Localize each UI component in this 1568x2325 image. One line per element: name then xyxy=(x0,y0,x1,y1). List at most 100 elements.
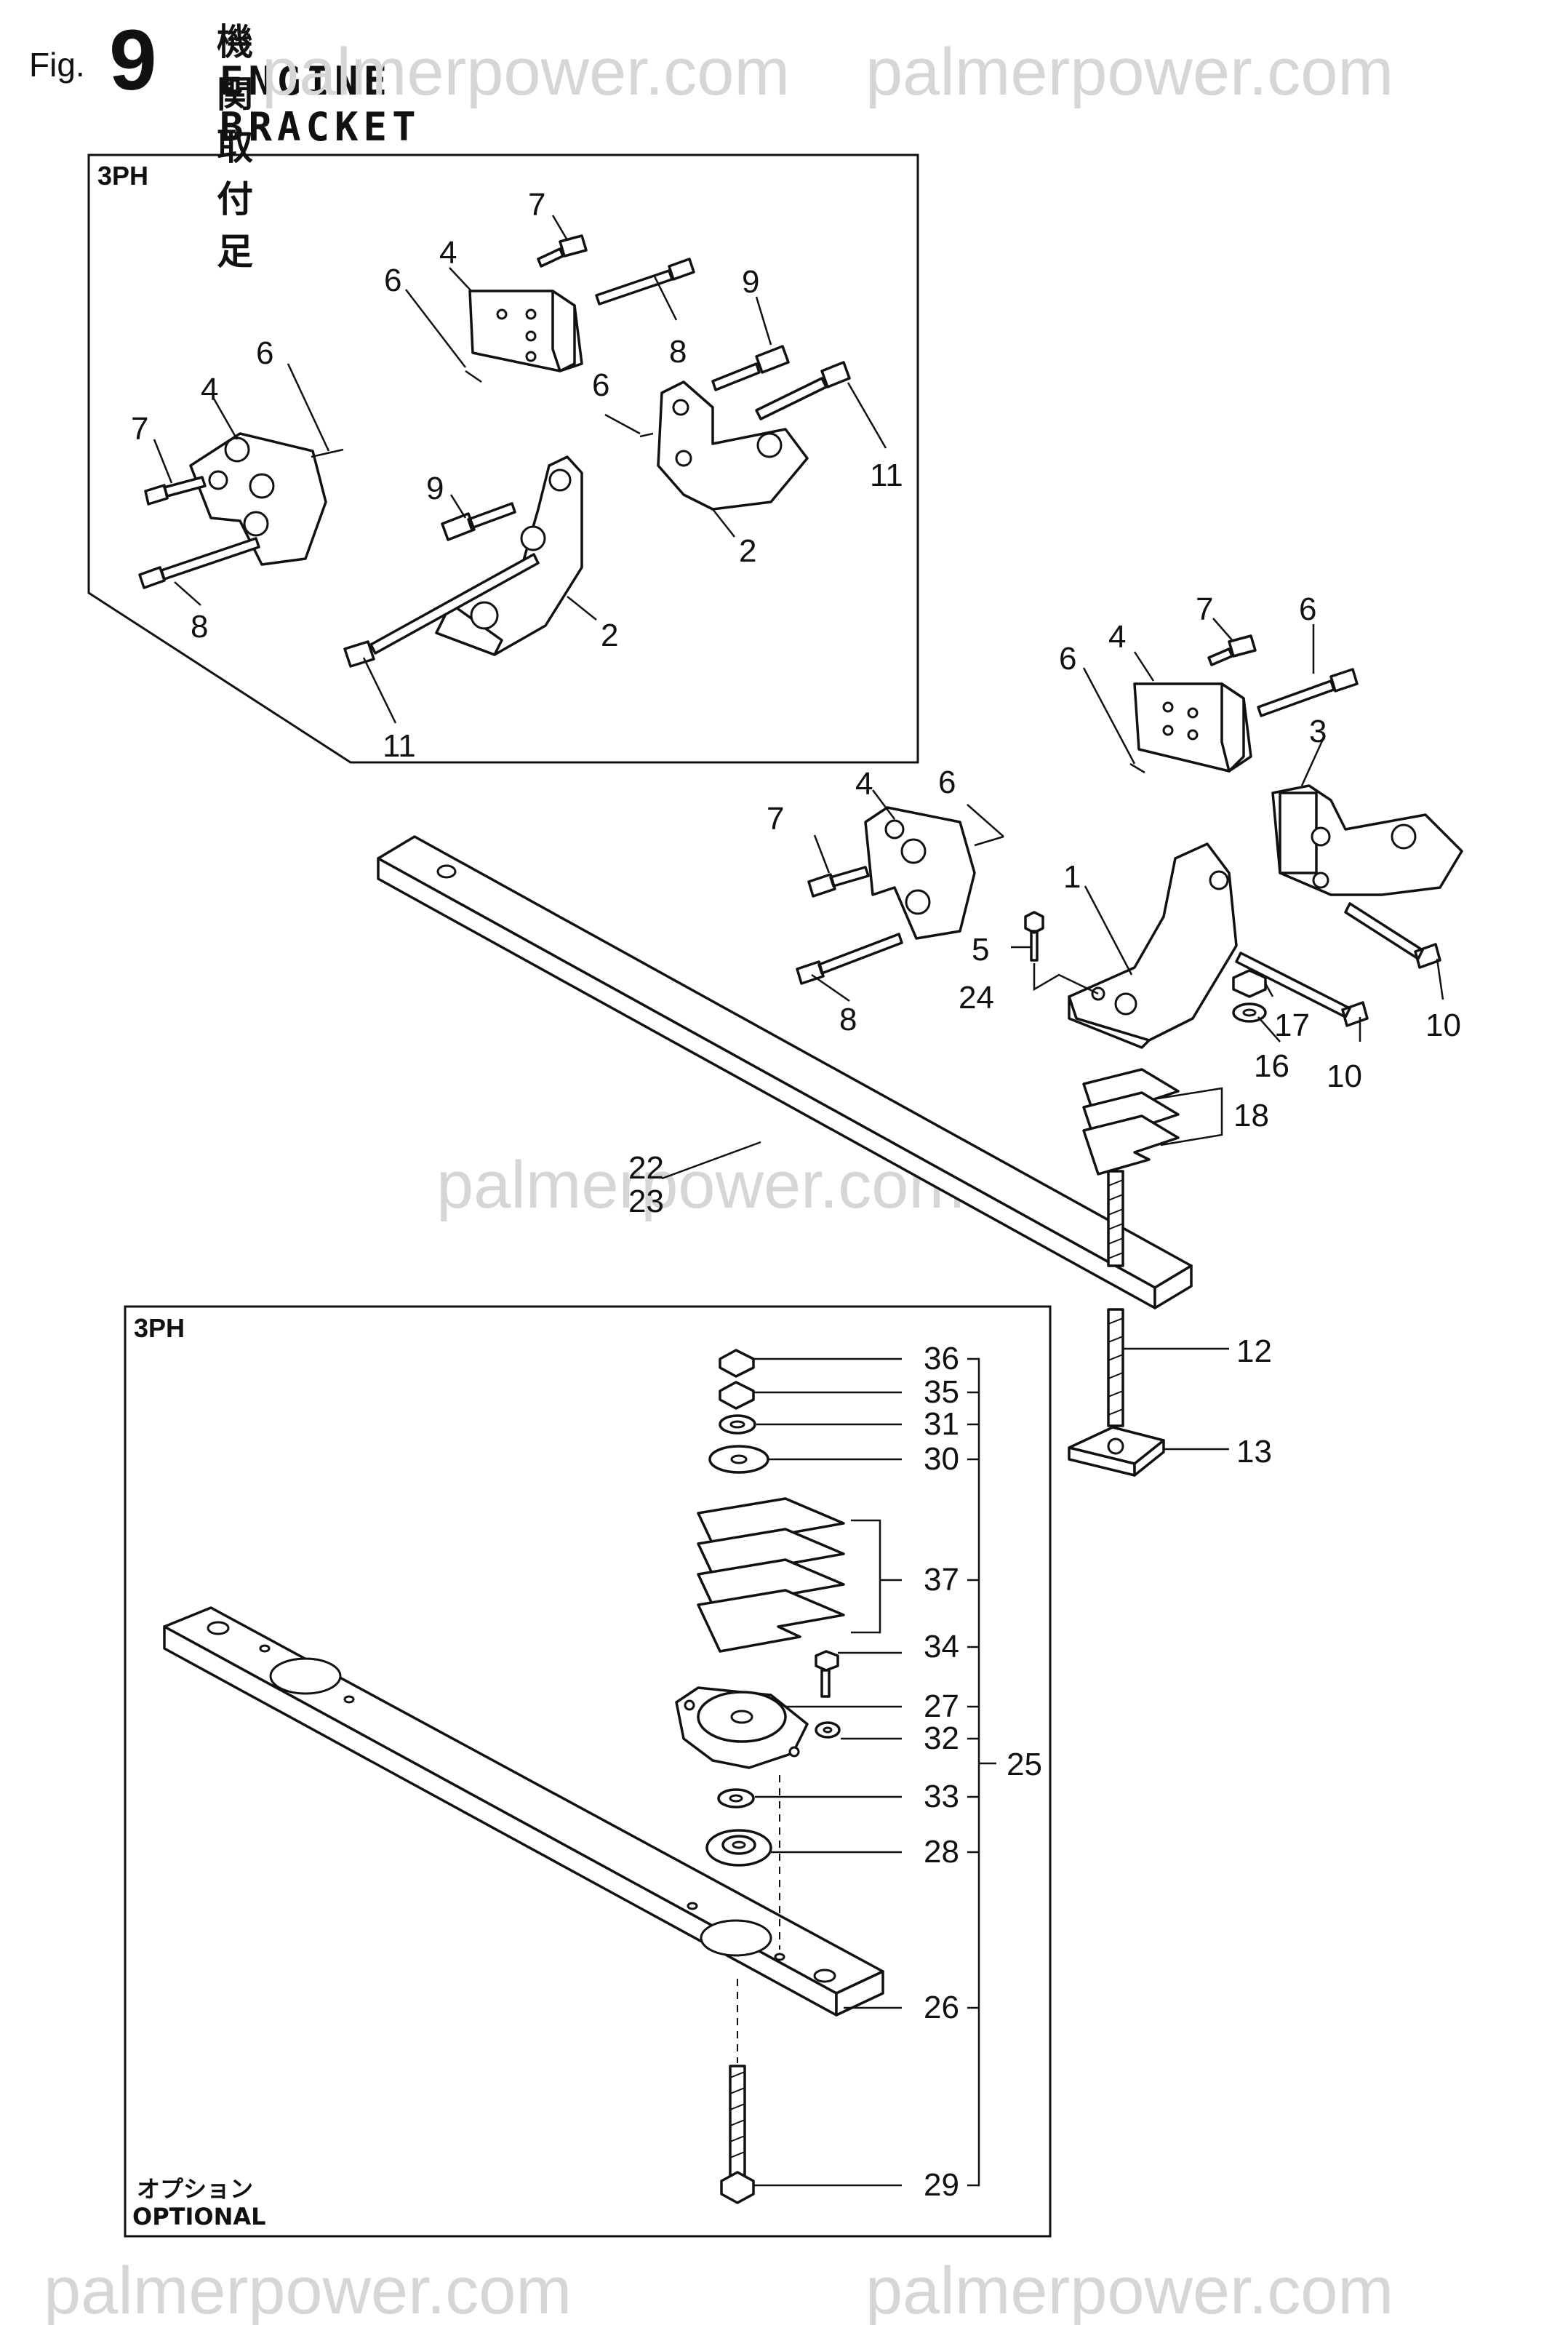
callout-label: 37 xyxy=(924,1562,959,1598)
watermark: palmerpower.com xyxy=(436,1148,964,1222)
callout-label: 18 xyxy=(1233,1098,1269,1133)
bolt-11-right xyxy=(755,361,851,420)
callout-label: 4 xyxy=(201,372,218,407)
bolt-8 xyxy=(138,537,260,589)
callout-label: 16 xyxy=(1254,1048,1289,1084)
bolt-5 xyxy=(1024,911,1044,962)
lower-box-frame xyxy=(124,1305,1052,2238)
callout-label: 13 xyxy=(1236,1434,1272,1469)
callout-label: 28 xyxy=(924,1834,959,1870)
callout-label: 29 xyxy=(924,2167,959,2203)
bolt-7-top xyxy=(537,234,588,268)
bolt-10 xyxy=(1235,952,1369,1027)
callout-label: 7 xyxy=(528,187,545,223)
callout-label: 12 xyxy=(1236,1333,1272,1369)
callout-label: 8 xyxy=(669,334,687,370)
callout-label: 31 xyxy=(924,1406,959,1442)
bracket-4-right xyxy=(1133,682,1252,773)
callout-label: 4 xyxy=(855,766,873,802)
bolt-9 xyxy=(441,502,516,541)
shims-37 xyxy=(697,1497,845,1653)
bracket-3 xyxy=(1271,784,1463,896)
watermark-layer: palmerpower.com palmerpower.com palmerpo… xyxy=(44,35,1393,2325)
callout-label: 9 xyxy=(426,471,444,506)
callout-label: 35 xyxy=(924,1374,959,1410)
callout-label: 6 xyxy=(1059,641,1076,677)
callout-label: 4 xyxy=(1108,619,1126,655)
bolt-7-mid xyxy=(807,866,870,898)
callout-label: 25 xyxy=(1007,1747,1042,1782)
plate-26 xyxy=(163,1606,884,2017)
callout-label: 8 xyxy=(839,1002,857,1037)
callout-label: 6 xyxy=(592,367,609,403)
lower-leaders xyxy=(753,1357,996,2187)
bracket-4-middle xyxy=(864,806,976,940)
upper-box-label: 3PH xyxy=(97,161,148,191)
callout-label: 4 xyxy=(439,235,457,271)
nut-35 xyxy=(719,1381,755,1410)
figure-number: 9 xyxy=(109,12,157,108)
callout-label: 6 xyxy=(384,263,401,298)
bracket-1 xyxy=(1068,842,1238,1049)
watermark: palmerpower.com xyxy=(262,35,790,109)
callout-label: 36 xyxy=(924,1341,959,1376)
bolt-29 xyxy=(720,2065,755,2204)
callout-label: 9 xyxy=(742,264,759,300)
callout-label: 8 xyxy=(191,609,208,645)
callout-label: 1 xyxy=(1063,859,1081,895)
bolt-7 xyxy=(144,476,207,506)
callout-label: 6 xyxy=(938,765,956,800)
bracket-2-right xyxy=(657,380,809,511)
plate-13 xyxy=(1068,1426,1165,1477)
bolt-11 xyxy=(343,553,540,668)
watermark: palmerpower.com xyxy=(44,2254,572,2325)
mount-28 xyxy=(705,1829,772,1867)
callout-label: 7 xyxy=(131,411,148,447)
callout-label: 5 xyxy=(972,932,989,968)
middle-leaders xyxy=(661,618,1444,1451)
callout-label: 26 xyxy=(924,1990,959,2025)
bolt-8-right xyxy=(1257,668,1359,717)
upper-callouts: 7 4 6 8 9 11 6 4 7 8 6 9 2 2 11 xyxy=(131,187,903,764)
figure-label: Fig. xyxy=(29,46,85,84)
standard-mount-group: 7 8 6 4 3 6 4 7 6 8 1 5 24 17 16 10 10 1… xyxy=(377,591,1463,1477)
lower-3ph-group: 3PH オプション OPTIONAL xyxy=(124,1305,1052,2238)
callout-label: 32 xyxy=(924,1720,959,1756)
bolt-34 xyxy=(815,1650,839,1698)
upper-box-frame xyxy=(87,153,919,764)
bracket-4-top xyxy=(468,290,583,372)
shims-18 xyxy=(1082,1068,1180,1176)
bracket-2-center xyxy=(435,455,583,656)
title-english: ENGINE BRACKET xyxy=(220,58,421,150)
callout-label: 10 xyxy=(1327,1058,1362,1094)
callout-label: 11 xyxy=(383,728,416,764)
stud-12 xyxy=(1107,1308,1124,1427)
callout-label: 6 xyxy=(1299,591,1316,627)
upper-leaders xyxy=(153,215,887,724)
mount-27 xyxy=(675,1686,809,1769)
callout-label: 22 xyxy=(628,1150,664,1186)
lower-box-label: 3PH xyxy=(134,1313,185,1343)
nut-36 xyxy=(719,1349,755,1378)
callout-label: 33 xyxy=(924,1779,959,1814)
optional-label-en: OPTIONAL xyxy=(132,2203,266,2230)
callout-label: 24 xyxy=(959,980,994,1016)
bolt-9-right xyxy=(711,345,790,391)
bolt-8-mid xyxy=(796,933,903,985)
title-japanese: 機関取付足 xyxy=(217,22,255,272)
lower-callouts: 36 35 31 30 37 34 27 32 25 33 28 26 29 xyxy=(924,1341,1042,2203)
callout-label: 17 xyxy=(1274,1008,1310,1043)
callout-label: 6 xyxy=(256,335,273,371)
bracket-4-left xyxy=(189,432,327,566)
watermark: palmerpower.com xyxy=(865,2254,1393,2325)
watermark: palmerpower.com xyxy=(865,35,1393,109)
middle-callouts: 7 8 6 4 3 6 4 7 6 8 1 5 24 17 16 10 10 1… xyxy=(628,591,1461,1469)
bolt-8-top xyxy=(595,258,695,306)
nut-17 xyxy=(1232,969,1267,998)
optional-label-jp: オプション xyxy=(137,2175,253,2203)
callout-label: 27 xyxy=(924,1688,959,1724)
bolt-7-right xyxy=(1207,634,1257,666)
callout-label: 3 xyxy=(1309,714,1327,749)
plate-22-23 xyxy=(377,835,1193,1309)
